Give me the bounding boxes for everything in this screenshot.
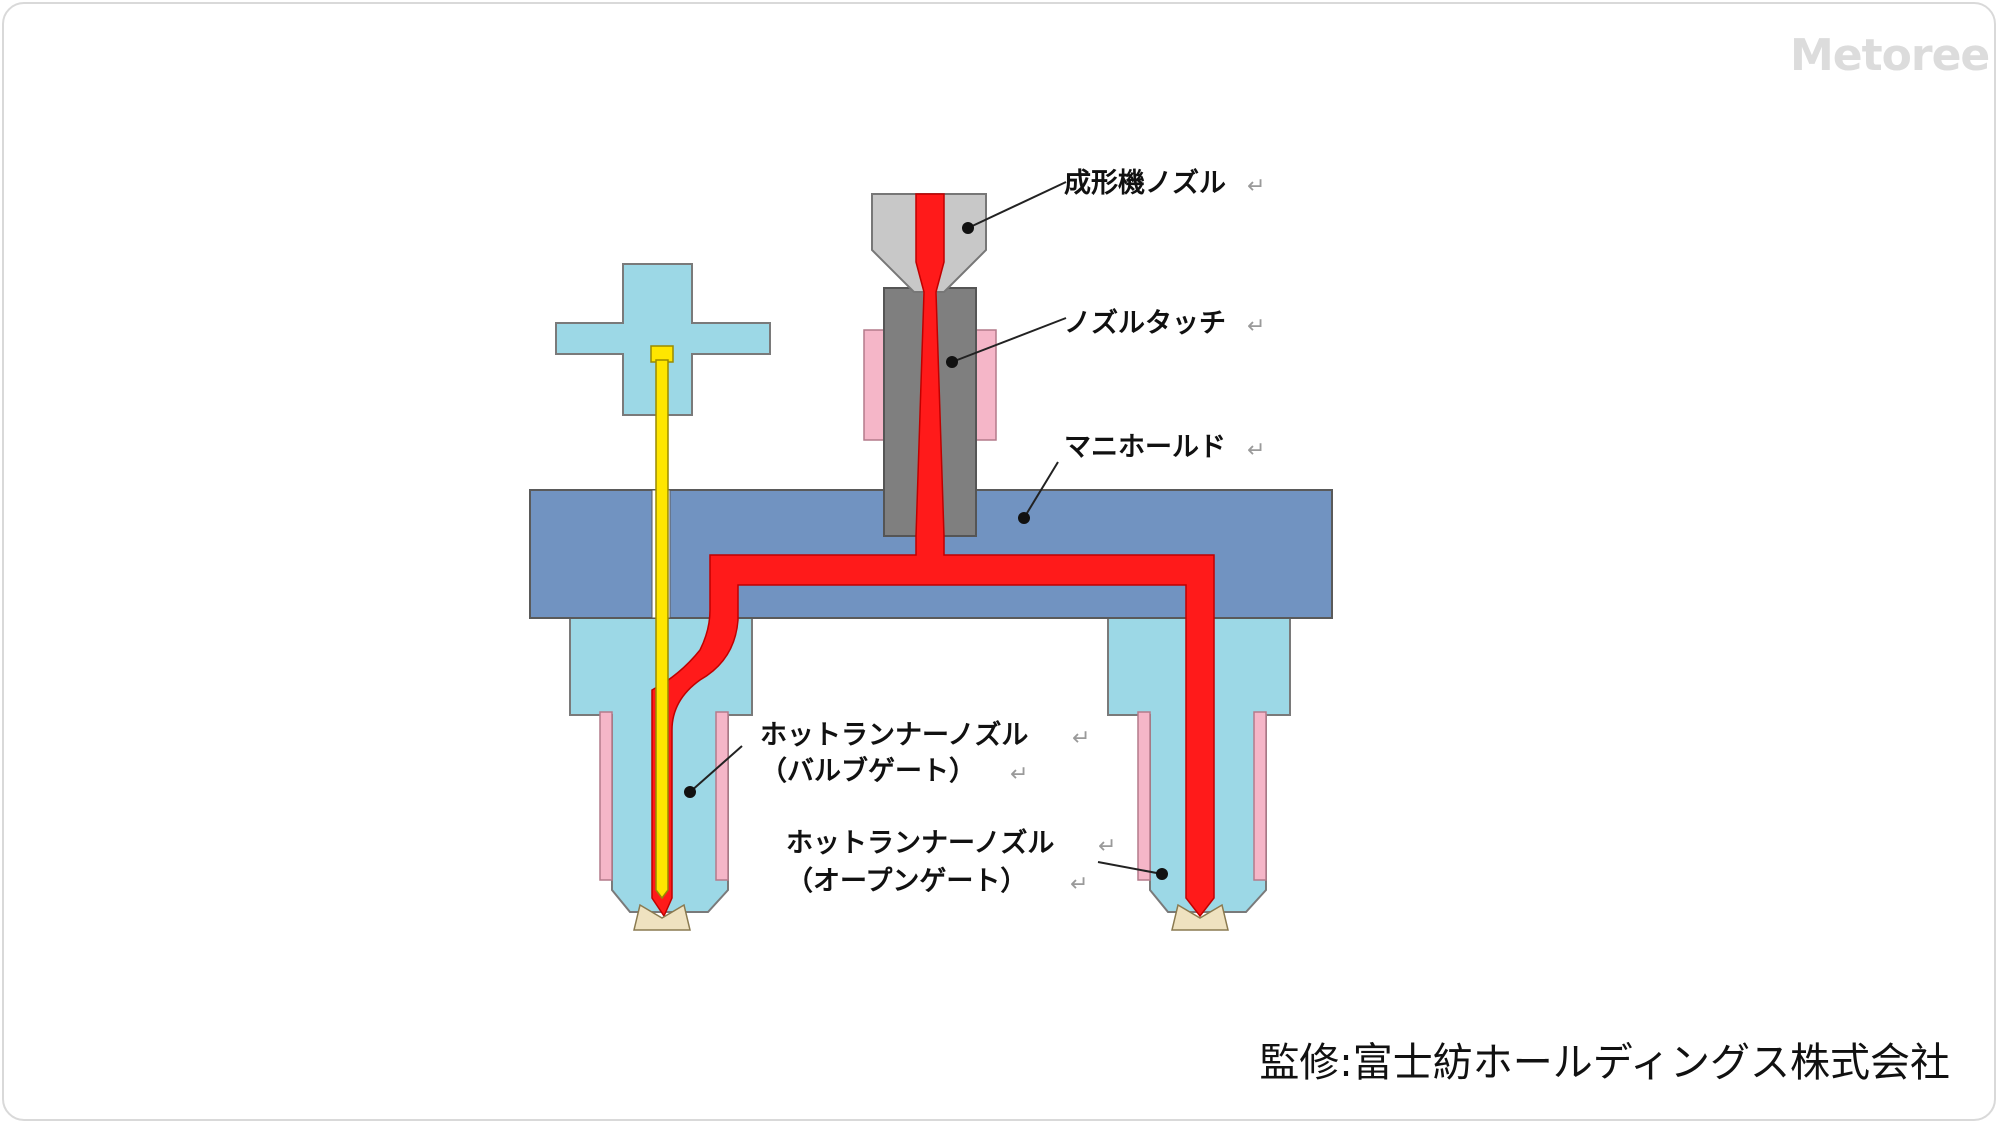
dot-open-gate bbox=[1156, 868, 1168, 880]
label-open-gate-line1: ホットランナーノズル bbox=[786, 827, 1054, 859]
leader-open-gate bbox=[1097, 861, 1163, 875]
dot-valve-gate bbox=[684, 786, 696, 798]
return-mark: ↵ bbox=[1072, 726, 1090, 751]
open-gate-heater-left bbox=[1137, 711, 1151, 881]
return-mark: ↵ bbox=[1010, 762, 1028, 787]
valve-gate-heater-right bbox=[715, 711, 729, 881]
nozzle-touch-heater-left bbox=[863, 329, 885, 441]
open-gate-heater-right bbox=[1253, 711, 1267, 881]
valve-gate-tip bbox=[633, 903, 691, 931]
label-valve-gate-line1: ホットランナーノズル bbox=[760, 719, 1028, 751]
return-mark: ↵ bbox=[1247, 174, 1265, 199]
supervision-credit: 監修:富士紡ホールディングス株式会社 bbox=[1259, 1040, 1950, 1086]
leader-valve-gate bbox=[689, 745, 743, 793]
dot-manifold bbox=[1018, 512, 1030, 524]
return-mark: ↵ bbox=[1247, 438, 1265, 463]
label-valve-gate-line2: （バルブゲート） bbox=[760, 755, 976, 787]
return-mark: ↵ bbox=[1070, 872, 1088, 897]
valve-gate-heater-left bbox=[599, 711, 613, 881]
valve-actuator bbox=[555, 263, 771, 416]
dot-machine-nozzle bbox=[962, 222, 974, 234]
leader-machine-nozzle bbox=[967, 181, 1067, 229]
open-gate-tip bbox=[1171, 903, 1229, 931]
metoree-logo: Metoree bbox=[1790, 30, 1990, 81]
label-open-gate-line2: （オープンゲート） bbox=[786, 866, 1027, 897]
return-mark: ↵ bbox=[1247, 314, 1265, 339]
label-nozzle-touch: ノズルタッチ bbox=[1064, 307, 1226, 339]
leader-manifold bbox=[1023, 461, 1059, 519]
return-mark: ↵ bbox=[1098, 834, 1116, 859]
label-machine-nozzle: 成形機ノズル bbox=[1064, 167, 1226, 199]
dot-nozzle-touch bbox=[946, 356, 958, 368]
resin-flow-path bbox=[651, 193, 1215, 918]
label-manifold: マニホールド bbox=[1064, 432, 1226, 463]
leader-nozzle-touch bbox=[951, 317, 1067, 363]
valve-pin bbox=[655, 359, 669, 900]
